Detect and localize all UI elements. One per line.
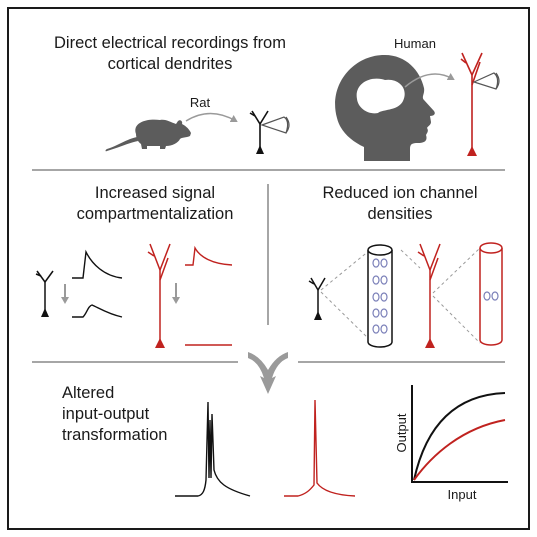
rat-pipette-icon: [260, 116, 290, 134]
human-ion-channels-icon: [483, 291, 499, 301]
rat-dendritic-trace-upper: [72, 249, 123, 279]
rat-recording-arrow: [185, 112, 238, 122]
rat-dendrite-cylinder-icon: [367, 244, 393, 348]
io-plot-axes: [411, 385, 508, 483]
human-zoom-guides: [400, 247, 481, 344]
rat-burst-trace: [175, 401, 251, 497]
rat-neuron-small-icon: [35, 270, 54, 317]
human-spike-trace: [284, 399, 356, 497]
rat-neuron-icon: [249, 110, 269, 154]
human-head-silhouette-icon: [335, 54, 435, 162]
io-transform-heading: Altered input-output transformation: [62, 384, 168, 444]
io-curve-human: [413, 419, 506, 481]
rat-ion-channels-icon: [372, 258, 388, 334]
human-neuron-channel-icon: [417, 243, 441, 348]
io-plot-y-label: Output: [394, 413, 409, 453]
rat-label: Rat: [189, 95, 211, 110]
human-neuron-icon: [460, 52, 483, 156]
figure-title: Direct electrical recordings from cortic…: [54, 34, 286, 73]
io-curve-rat: [413, 392, 506, 481]
rat-silhouette-icon: [105, 119, 191, 152]
human-pipette-icon: [472, 72, 500, 90]
merge-arrow-icon: [248, 352, 288, 394]
io-plot: [411, 385, 508, 483]
rat-zoom-guides: [320, 249, 371, 341]
rat-somatic-trace-lower: [72, 304, 123, 318]
human-dendrite-cylinder-icon: [479, 242, 503, 346]
human-label: Human: [394, 36, 436, 51]
human-dendritic-trace-upper: [185, 245, 233, 266]
human-recording-arrow: [404, 73, 455, 88]
human-neuron-small-icon: [147, 243, 171, 348]
io-plot-x-label: Input: [447, 487, 477, 502]
compartmentalization-heading: Increased signal compartmentalization: [76, 184, 234, 223]
rat-neuron-channel-icon: [308, 277, 326, 320]
ion-channel-heading: Reduced ion channel densities: [322, 184, 478, 223]
